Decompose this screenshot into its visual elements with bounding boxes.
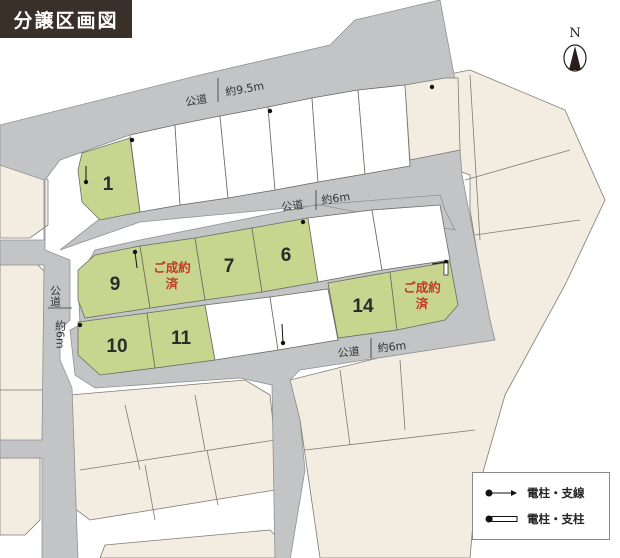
legend-item-guy-wire: 電柱・支線 [485,485,585,501]
lot-1[interactable] [77,137,141,221]
lot-sold-b-label: ご成約 [403,280,441,295]
utility-poles [77,84,449,346]
north-block [77,77,461,221]
lot-sold-a-label: ご成約 [153,260,191,275]
svg-text:公道: 公道 [49,285,62,307]
pole-guy-wire-icon [485,489,517,497]
north-arrow-icon [563,44,587,72]
legend: 電柱・支線 電柱・支柱 [472,472,610,540]
lot-sold-a-label-2: 済 [166,276,179,291]
svg-text:約9.5m: 約9.5m [224,78,265,99]
lot-9-number: 9 [110,274,121,295]
lot-6-number: 6 [281,245,292,266]
compass: N [560,26,590,86]
road-label-middle: 公道 約6m [280,189,350,214]
lot-11-number: 11 [171,328,192,349]
svg-text:公道: 公道 [337,344,360,360]
lot-7-number: 7 [224,256,235,277]
svg-text:公道: 公道 [280,197,304,214]
road-label-north: 公道 約9.5m [184,78,265,109]
page-title: 分譲区画図 [0,0,132,38]
svg-text:約6m: 約6m [54,319,67,349]
lot-divider-lines [0,74,581,521]
lot-14-number: 14 [352,296,374,317]
svg-text:公道: 公道 [184,91,208,109]
road-label-south: 公道 約6m [337,338,407,360]
road-label-west: 公道 約6m [48,285,72,349]
lot-10-number: 10 [106,336,127,357]
legend-item-support: 電柱・支柱 [485,511,585,527]
lot-1-number: 1 [103,174,114,195]
svg-text:約6m: 約6m [377,338,407,355]
middle-block [77,204,459,376]
lot-sold-b[interactable] [389,261,459,331]
svg-text:約6m: 約6m [320,189,350,207]
lot-10[interactable] [77,312,156,376]
pole-support-icon [485,515,518,523]
lot-sold-b-label-2: 済 [416,296,429,311]
north-road [0,0,456,558]
compass-north-label: N [569,26,581,41]
surrounding-lots [0,69,606,558]
